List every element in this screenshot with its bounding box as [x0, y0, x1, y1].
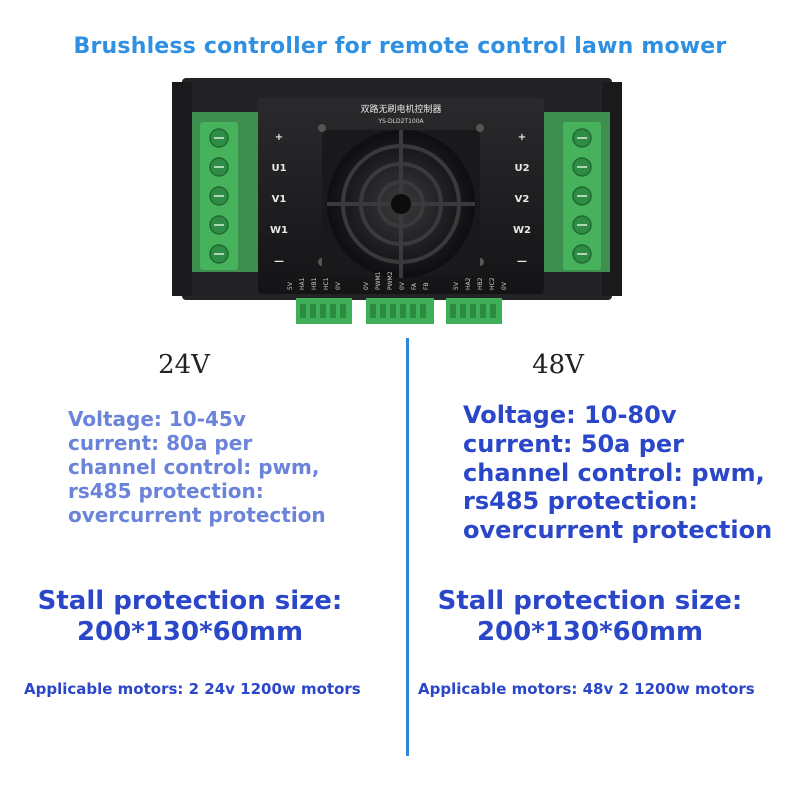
column-divider	[406, 338, 409, 756]
spec-line: Voltage: 10-45v	[68, 407, 246, 431]
spec-line: Voltage: 10-80v	[463, 401, 677, 429]
housing-screw	[318, 124, 326, 132]
signal-label: HB2	[477, 277, 484, 290]
spec-line: overcurrent protection	[68, 503, 326, 527]
connector-pin	[410, 304, 416, 318]
signal-label: PWM2	[387, 271, 394, 290]
signal-label: 5V	[287, 281, 294, 290]
signal-label: HA1	[299, 277, 306, 290]
terminal-label: +	[275, 132, 283, 143]
signal-label: 5V	[453, 281, 460, 290]
connector-pin	[390, 304, 396, 318]
terminal-label: —	[517, 256, 527, 267]
terminal-label: W2	[513, 225, 531, 236]
connector-pin	[480, 304, 486, 318]
spec-line: current: 80a per	[68, 431, 253, 455]
spec-line: rs485 protection:	[463, 487, 698, 516]
spec-line: current: 50a per	[463, 429, 685, 458]
signal-label: FA	[411, 282, 418, 290]
signal-label: 0V	[335, 281, 342, 290]
spec-line: channel control: pwm,	[68, 455, 320, 479]
stall-line: Stall protection size:	[37, 586, 343, 616]
terminal-label: U1	[271, 163, 286, 174]
signal-labels: 5V HA1 HB1 HC1 0V 0V PWM1 PWM2 0V FA FB 5V HA2 HB2 HC2…	[287, 271, 508, 290]
signal-label: HC2	[489, 277, 496, 290]
signal-label: HB1	[311, 277, 318, 290]
spec-line: rs485 protection:	[68, 479, 264, 503]
right-spec-block: Voltage: 10-80v current: 50a per channel…	[463, 401, 772, 545]
stall-size: 200*130*60mm	[76, 616, 304, 647]
connector-pin	[310, 304, 316, 318]
connector-pin	[300, 304, 306, 318]
left-applicable-motors: Applicable motors: 2 24v 1200w motors	[24, 680, 361, 698]
signal-label: 0V	[501, 281, 508, 290]
connector-pin	[420, 304, 426, 318]
connector-pin	[470, 304, 476, 318]
terminal-screws-left	[209, 128, 229, 264]
spec-line: overcurrent protection	[463, 516, 773, 545]
housing-chinese-label: 双路无刷电机控制器	[360, 103, 441, 115]
connector-pin	[460, 304, 466, 318]
signal-label: PWM1	[375, 271, 382, 290]
housing-model-label: YS-DLD2T100A	[377, 118, 424, 125]
signal-label: 0V	[363, 281, 370, 290]
terminal-label: U2	[514, 163, 529, 174]
left-stall-block: Stall protection size: 200*130*60mm	[30, 586, 350, 647]
terminal-label: W1	[270, 225, 288, 236]
stall-size: 200*130*60mm	[476, 616, 704, 647]
right-applicable-motors: Applicable motors: 48v 2 1200w motors	[418, 680, 755, 698]
connector-pin	[490, 304, 496, 318]
terminal-label: V2	[515, 194, 530, 205]
left-voltage-heading: 24V	[158, 350, 210, 380]
right-voltage-heading: 48V	[532, 350, 584, 380]
connector-pin	[380, 304, 386, 318]
connector-pin	[320, 304, 326, 318]
signal-label: 0V	[399, 281, 406, 290]
spec-line: channel control: pwm,	[463, 458, 765, 487]
connector-pin	[400, 304, 406, 318]
signal-label: HA2	[465, 277, 472, 290]
terminal-screws-right	[572, 128, 592, 264]
terminal-label: —	[274, 256, 284, 267]
signal-label: FB	[423, 282, 430, 290]
connector-pin	[330, 304, 336, 318]
connector-pins	[300, 304, 496, 318]
terminal-label: V1	[272, 194, 287, 205]
housing-screw	[476, 124, 484, 132]
right-stall-block: Stall protection size: 200*130*60mm	[430, 586, 750, 647]
connector-pin	[450, 304, 456, 318]
stall-line: Stall protection size:	[437, 586, 743, 616]
left-spec-block: Voltage: 10-45v current: 80a per channel…	[68, 407, 326, 527]
mounting-flange-left	[172, 82, 192, 296]
terminal-label: +	[518, 132, 526, 143]
connector-pin	[370, 304, 376, 318]
connector-pin	[340, 304, 346, 318]
page-title: Brushless controller for remote control …	[73, 34, 727, 59]
signal-label: HC1	[323, 277, 330, 290]
